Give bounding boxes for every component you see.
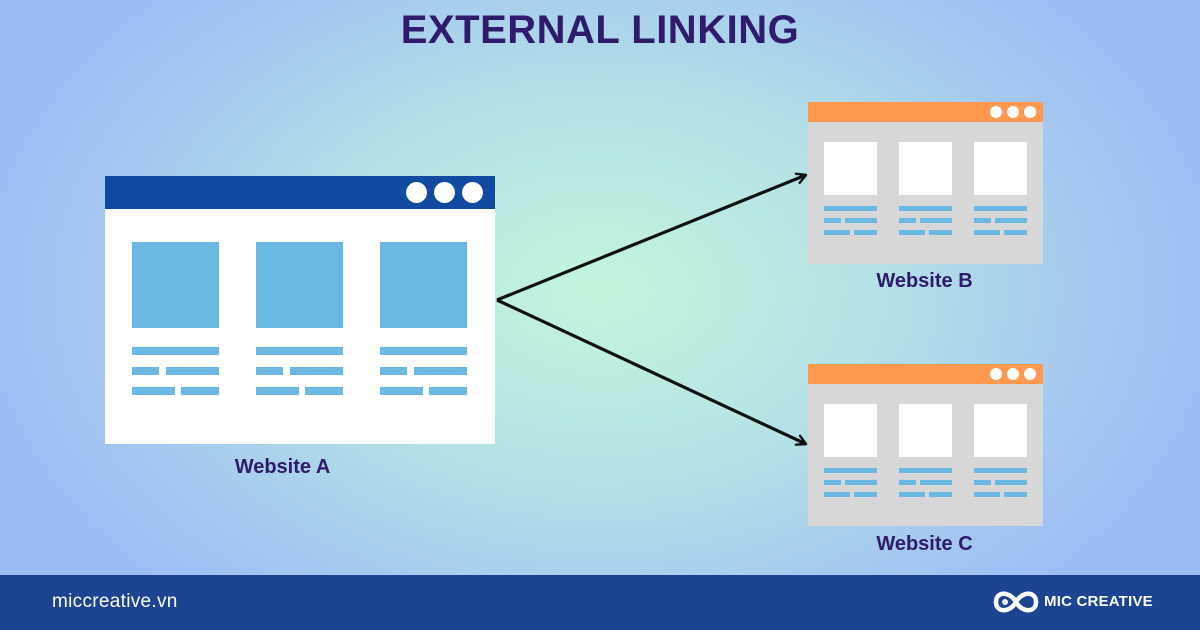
text-line (132, 347, 219, 355)
text-line (824, 492, 850, 497)
content-block (132, 242, 219, 328)
text-line (899, 480, 916, 485)
text-line (929, 230, 952, 235)
text-line (429, 387, 467, 395)
text-line (824, 468, 877, 473)
window-control-dot (1007, 106, 1019, 118)
text-line (974, 492, 1000, 497)
website-a-label: Website A (234, 456, 331, 478)
text-line (380, 387, 423, 395)
text-line (256, 367, 283, 375)
text-line (380, 367, 407, 375)
website-b-label: Website B (876, 270, 973, 292)
text-line (920, 480, 952, 485)
text-line (824, 480, 841, 485)
text-line (132, 367, 159, 375)
window-control-dot (406, 182, 427, 203)
text-line (414, 367, 467, 375)
content-block (899, 142, 952, 195)
content-block (824, 142, 877, 195)
text-line (899, 230, 925, 235)
text-line (929, 492, 952, 497)
text-line (845, 218, 877, 223)
diagram-title: EXTERNAL LINKING (400, 8, 800, 52)
link-arrow-a-to-c (496, 298, 806, 444)
infinity-logo-icon (993, 591, 1039, 613)
text-line (290, 367, 343, 375)
text-line (305, 387, 343, 395)
content-block (974, 142, 1027, 195)
window-control-dot (990, 106, 1002, 118)
text-line (181, 387, 219, 395)
text-line (995, 218, 1027, 223)
text-line (974, 468, 1027, 473)
text-line (899, 468, 952, 473)
text-line (920, 218, 952, 223)
text-line (1004, 492, 1027, 497)
text-line (899, 218, 916, 223)
text-line (256, 347, 343, 355)
text-line (854, 230, 877, 235)
website-b-window (808, 102, 1043, 264)
website-a-window (105, 176, 495, 444)
website-b-title-bar (808, 102, 1043, 122)
window-control-dot (434, 182, 455, 203)
text-line (899, 492, 925, 497)
window-control-dot (462, 182, 483, 203)
window-control-dot (1007, 368, 1019, 380)
footer-website-link[interactable]: miccreative.vn (52, 591, 178, 612)
content-block (899, 404, 952, 457)
text-line (824, 206, 877, 211)
content-block (974, 404, 1027, 457)
text-line (995, 480, 1027, 485)
text-line (974, 218, 991, 223)
website-a-title-bar (105, 176, 495, 209)
text-line (256, 387, 299, 395)
text-line (824, 230, 850, 235)
content-block (380, 242, 467, 328)
window-control-dot (1024, 106, 1036, 118)
text-line (380, 347, 467, 355)
content-block (256, 242, 343, 328)
footer-brand-name: MIC CREATIVE (1044, 593, 1153, 610)
text-line (166, 367, 219, 375)
text-line (974, 206, 1027, 211)
footer-bar: miccreative.vn MIC CREATIVE (0, 575, 1200, 630)
text-line (1004, 230, 1027, 235)
text-line (824, 218, 841, 223)
content-block (824, 404, 877, 457)
text-line (899, 206, 952, 211)
website-c-window (808, 364, 1043, 526)
text-line (132, 387, 175, 395)
text-line (974, 480, 991, 485)
text-line (974, 230, 1000, 235)
text-line (854, 492, 877, 497)
window-control-dot (990, 368, 1002, 380)
website-c-title-bar (808, 364, 1043, 384)
text-line (845, 480, 877, 485)
website-c-label: Website C (876, 533, 973, 555)
window-control-dot (1024, 368, 1036, 380)
link-arrow-a-to-b (496, 175, 806, 302)
